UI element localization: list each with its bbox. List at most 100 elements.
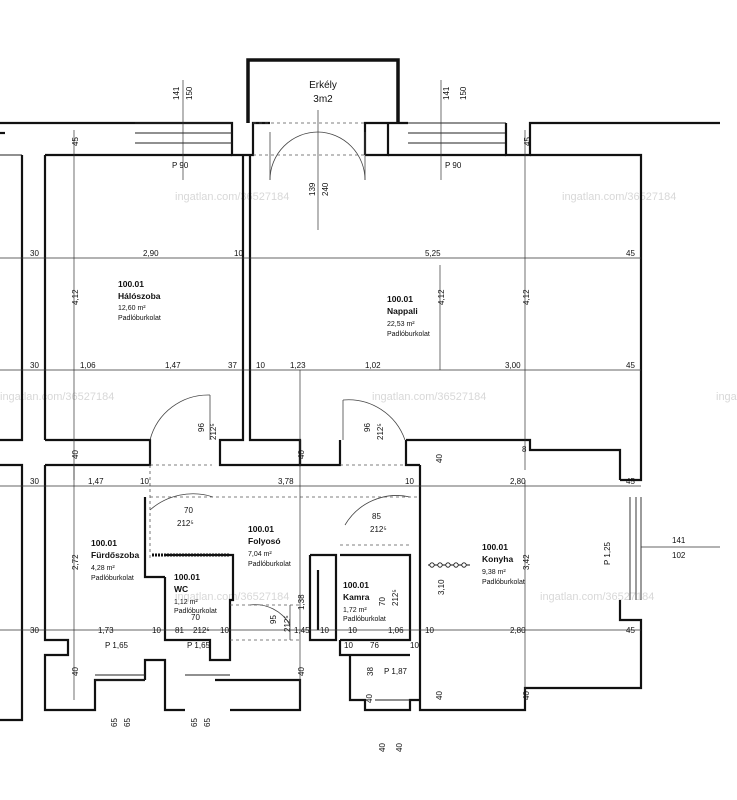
svg-text:10: 10	[410, 641, 419, 650]
svg-text:81: 81	[175, 626, 184, 635]
svg-text:212⁵: 212⁵	[283, 615, 292, 632]
svg-text:96: 96	[363, 423, 372, 432]
svg-text:30: 30	[30, 249, 39, 258]
room-name: Fürdőszoba	[91, 550, 139, 560]
room-corridor: 100.01 Folyosó 7,04 m² Padlóburkolat	[248, 524, 291, 568]
svg-text:150: 150	[185, 86, 194, 100]
svg-text:40: 40	[522, 691, 531, 700]
svg-text:40: 40	[71, 667, 80, 676]
svg-text:102: 102	[672, 551, 686, 560]
svg-text:212⁵: 212⁵	[193, 626, 210, 635]
svg-text:40: 40	[378, 743, 387, 752]
svg-text:141: 141	[672, 536, 686, 545]
svg-text:38: 38	[366, 667, 375, 676]
svg-text:3,00: 3,00	[505, 361, 521, 370]
room-floor: Padlóburkolat	[387, 331, 430, 338]
svg-text:65: 65	[123, 718, 132, 727]
svg-text:10: 10	[220, 626, 229, 635]
svg-text:10: 10	[320, 626, 329, 635]
svg-text:P 1,87: P 1,87	[384, 667, 408, 676]
svg-text:3,42: 3,42	[522, 554, 531, 570]
room-id: 100.01	[118, 279, 144, 289]
watermark: ingatlan.com/36527184	[0, 391, 114, 403]
svg-text:45: 45	[71, 137, 80, 146]
room-area: 7,04 m²	[248, 551, 272, 558]
room-area: 22,53 m²	[387, 321, 415, 328]
svg-text:139: 139	[308, 182, 317, 196]
balcony-name: Erkély	[309, 80, 337, 91]
room-wc: 100.01 WC 1,12 m² Padlóburkolat	[174, 572, 217, 615]
svg-text:3,78: 3,78	[278, 477, 294, 486]
svg-text:10: 10	[405, 477, 414, 486]
svg-text:40: 40	[297, 667, 306, 676]
svg-text:P 1,25: P 1,25	[603, 541, 612, 565]
room-area: 12,60 m²	[118, 305, 146, 312]
room-living: 100.01 Nappali 22,53 m² Padlóburkolat	[387, 294, 430, 338]
room-name: Hálószoba	[118, 291, 161, 301]
room-floor: Padlóburkolat	[91, 575, 134, 582]
room-name: Kamra	[343, 592, 370, 602]
room-name: Konyha	[482, 554, 513, 564]
svg-text:150: 150	[459, 86, 468, 100]
svg-text:2,90: 2,90	[143, 249, 159, 258]
svg-text:1,02: 1,02	[365, 361, 381, 370]
svg-text:65: 65	[110, 718, 119, 727]
svg-text:40: 40	[395, 743, 404, 752]
svg-text:212⁵: 212⁵	[391, 589, 400, 606]
svg-text:212⁵: 212⁵	[209, 423, 218, 440]
svg-text:1,45: 1,45	[294, 626, 310, 635]
balcony-area: 3m2	[313, 94, 333, 105]
svg-text:2,80: 2,80	[510, 477, 526, 486]
svg-text:65: 65	[190, 718, 199, 727]
svg-text:30: 30	[30, 626, 39, 635]
svg-text:10: 10	[140, 477, 149, 486]
watermark: ingatlan.com/36527184	[175, 191, 289, 203]
watermark: ingatlan.com/36527184	[540, 591, 654, 603]
watermark: ingatlan.com/36527184	[372, 391, 486, 403]
svg-text:5,25: 5,25	[425, 249, 441, 258]
svg-text:212⁵: 212⁵	[370, 525, 387, 534]
svg-text:40: 40	[297, 450, 306, 459]
watermark: ingatlan.com/36527184	[716, 391, 737, 403]
room-id: 100.01	[343, 580, 369, 590]
svg-text:4,12: 4,12	[437, 289, 446, 305]
svg-text:40: 40	[435, 691, 444, 700]
room-area: 9,38 m²	[482, 569, 506, 576]
svg-text:40: 40	[365, 694, 374, 703]
room-id: 100.01	[174, 572, 200, 582]
svg-text:10: 10	[256, 361, 265, 370]
room-name: Nappali	[387, 306, 418, 316]
watermark: ingatlan.com/36527184	[562, 191, 676, 203]
room-floor: Padlóburkolat	[118, 315, 161, 322]
svg-text:4,12: 4,12	[522, 289, 531, 305]
svg-text:10: 10	[348, 626, 357, 635]
svg-text:45: 45	[626, 626, 635, 635]
room-id: 100.01	[248, 524, 274, 534]
svg-text:141: 141	[172, 86, 181, 100]
svg-text:1,73: 1,73	[98, 626, 114, 635]
room-kitchen: 100.01 Konyha 9,38 m² Padlóburkolat	[482, 542, 525, 586]
svg-text:10: 10	[425, 626, 434, 635]
svg-text:45: 45	[626, 249, 635, 258]
openings	[149, 122, 420, 641]
svg-text:3,10: 3,10	[437, 579, 446, 595]
svg-text:1,47: 1,47	[88, 477, 104, 486]
room-floor: Padlóburkolat	[482, 579, 525, 586]
svg-text:212⁵: 212⁵	[376, 423, 385, 440]
svg-text:P 90: P 90	[445, 161, 462, 170]
svg-text:40: 40	[71, 450, 80, 459]
svg-text:1,06: 1,06	[388, 626, 404, 635]
svg-text:240: 240	[321, 182, 330, 196]
svg-text:30: 30	[30, 477, 39, 486]
room-floor: Padlóburkolat	[343, 616, 386, 623]
svg-text:1,06: 1,06	[80, 361, 96, 370]
svg-text:40: 40	[435, 454, 444, 463]
svg-text:85: 85	[372, 512, 381, 521]
svg-text:70: 70	[184, 506, 193, 515]
svg-text:10: 10	[152, 626, 161, 635]
svg-text:70: 70	[191, 613, 200, 622]
svg-text:37: 37	[228, 361, 237, 370]
svg-text:1,47: 1,47	[165, 361, 181, 370]
svg-text:141: 141	[442, 86, 451, 100]
